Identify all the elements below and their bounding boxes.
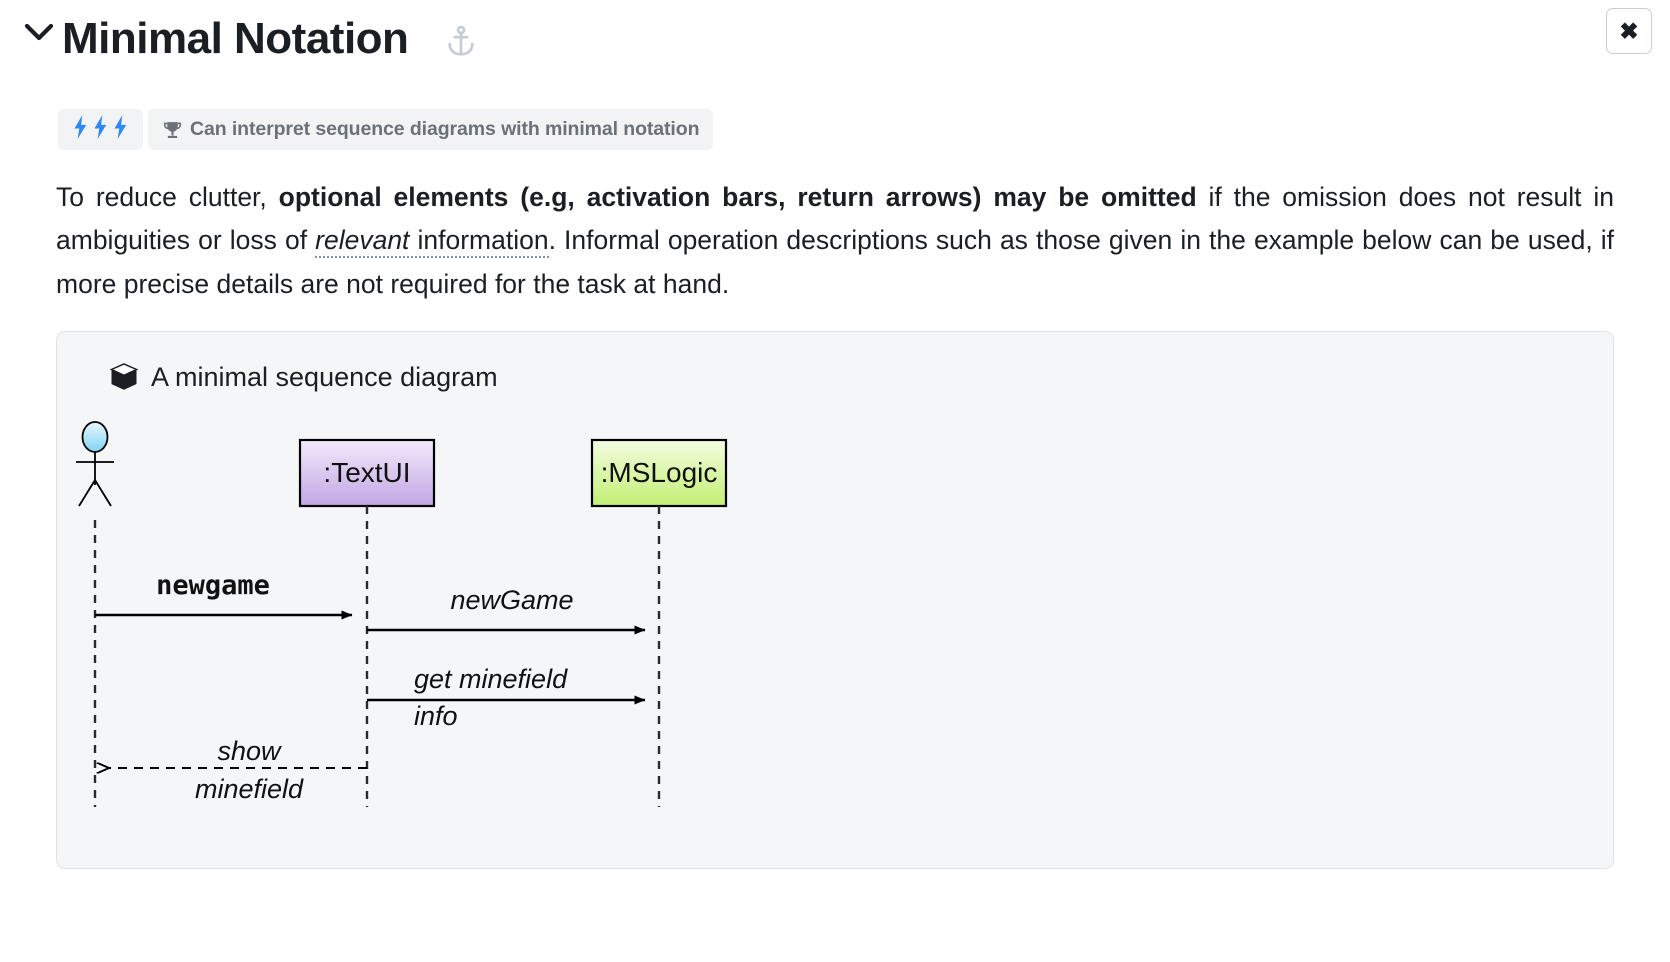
sequence-diagram: :TextUI :MSLogic newgame newGame ge bbox=[57, 410, 1613, 860]
message-show-minefield: show minefield bbox=[109, 736, 367, 804]
badge-row: Can interpret sequence diagrams with min… bbox=[58, 108, 1670, 150]
participant-mslogic: :MSLogic bbox=[590, 438, 728, 807]
para-part2: if the omission does not result in ambig… bbox=[56, 181, 1614, 256]
lightning-bolt-icon bbox=[112, 114, 129, 144]
cube-icon bbox=[109, 362, 139, 392]
message-label-newgame: newgame bbox=[156, 570, 270, 601]
message-label-get-minefield: get minefield bbox=[414, 664, 568, 694]
panel-title-text: A minimal sequence diagram bbox=[151, 361, 498, 392]
lightning-bolt-icon bbox=[92, 114, 109, 144]
close-button[interactable]: ✖ bbox=[1606, 8, 1652, 54]
participant-textui: :TextUI bbox=[298, 438, 436, 807]
participant-label-textui: :TextUI bbox=[323, 457, 410, 488]
tooltip-term-italic: relevant bbox=[315, 225, 410, 256]
message-label-newGame: newGame bbox=[450, 585, 573, 615]
message-label-info: info bbox=[414, 701, 458, 731]
panel-title: A minimal sequence diagram bbox=[109, 362, 1613, 393]
close-icon: ✖ bbox=[1619, 17, 1639, 44]
body-paragraph: To reduce clutter, optional elements (e.… bbox=[56, 176, 1614, 307]
trophy-icon bbox=[162, 120, 183, 141]
para-part3: . Informal operation descriptions such a… bbox=[56, 225, 1615, 300]
message-label-show: show bbox=[217, 736, 282, 766]
learning-outcome-badge: Can interpret sequence diagrams with min… bbox=[148, 108, 714, 150]
chevron-down-icon[interactable] bbox=[16, 22, 62, 42]
panel-header: Minimal Notation ✖ bbox=[0, 0, 1670, 67]
tooltip-term[interactable]: relevant information bbox=[315, 225, 549, 259]
para-part1: To reduce clutter, bbox=[56, 181, 279, 212]
page-title: Minimal Notation bbox=[62, 8, 478, 67]
participant-label-mslogic: :MSLogic bbox=[601, 457, 718, 488]
page-title-text: Minimal Notation bbox=[62, 14, 409, 63]
participant-actor bbox=[76, 420, 114, 807]
message-label-minefield: minefield bbox=[195, 774, 304, 804]
para-bold: optional elements (e.g, activation bars,… bbox=[278, 181, 1197, 212]
anchor-icon[interactable] bbox=[444, 20, 478, 71]
learning-outcome-text: Can interpret sequence diagrams with min… bbox=[190, 117, 700, 140]
lightning-bolt-icon bbox=[72, 114, 89, 144]
example-panel: A minimal sequence diagram bbox=[56, 330, 1614, 869]
difficulty-badge bbox=[58, 108, 143, 150]
message-newgame-2: newGame bbox=[367, 585, 646, 635]
tooltip-term-plain: information bbox=[409, 225, 549, 256]
message-get-minefield-info: get minefield info bbox=[367, 664, 646, 731]
message-newgame: newgame bbox=[95, 570, 353, 620]
